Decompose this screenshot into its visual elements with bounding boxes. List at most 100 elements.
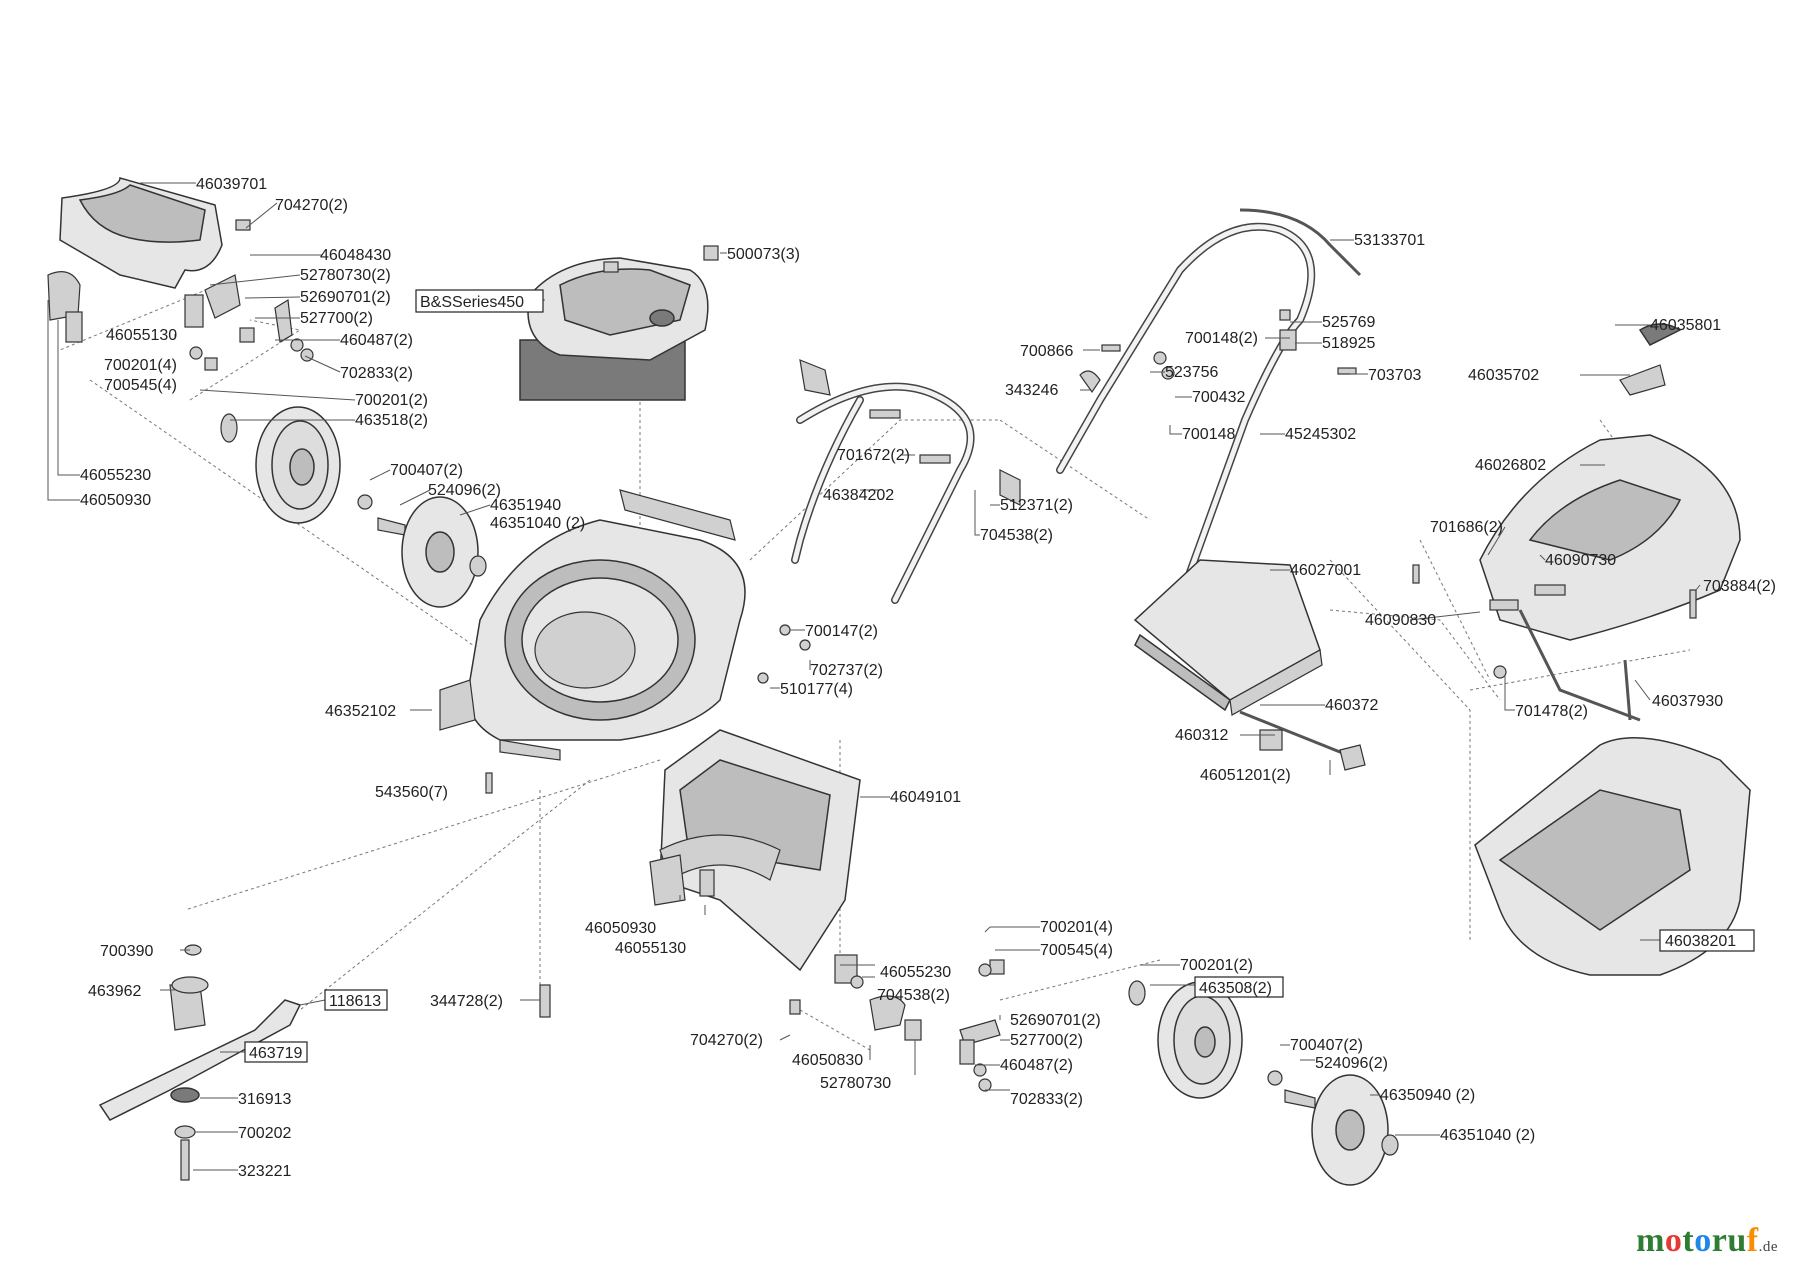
- engine-body: [519, 245, 719, 401]
- blade-assembly: [98, 944, 551, 1181]
- label-525769: 525769: [1322, 314, 1375, 331]
- label-45245302: 45245302: [1285, 426, 1356, 443]
- hub-cap-right: [1311, 1074, 1399, 1186]
- label-463508-2: 463508(2): [1199, 980, 1272, 997]
- label-118613: 118613: [329, 993, 381, 1010]
- watermark-o2: o: [1694, 1222, 1712, 1259]
- rear-wheel-left: [220, 406, 406, 536]
- label-53133701: 53133701: [1354, 232, 1425, 249]
- label-702833-2-b: 702833(2): [1010, 1091, 1083, 1108]
- upper-handle: [1056, 208, 1362, 604]
- rear-flap-cover: [59, 177, 223, 289]
- label-46051201-2: 46051201(2): [1200, 767, 1291, 784]
- label-46351040-2-a: 46351040 (2): [490, 515, 585, 532]
- label-46050930-b: 46050930: [585, 920, 656, 937]
- label-52690701-2-a: 52690701(2): [300, 289, 391, 306]
- label-46055230-b: 46055230: [880, 964, 951, 981]
- blade-set-label-box: 118613: [324, 989, 388, 1011]
- watermark-u: u: [1727, 1222, 1747, 1259]
- label-46055230-a: 46055230: [80, 467, 151, 484]
- label-527700-2-a: 527700(2): [300, 310, 373, 327]
- label-46035801: 46035801: [1650, 317, 1721, 334]
- blade-label-box: 463719: [244, 1041, 308, 1063]
- label-46352102: 46352102: [325, 703, 396, 720]
- label-703884-2: 703884(2): [1703, 578, 1776, 595]
- lower-handle: [791, 359, 1021, 604]
- label-460487-2-b: 460487(2): [1000, 1057, 1073, 1074]
- label-460312: 460312: [1175, 727, 1228, 744]
- label-323221: 323221: [238, 1163, 291, 1180]
- label-700202: 700202: [238, 1125, 291, 1142]
- label-702737-2: 702737(2): [810, 662, 883, 679]
- misc-screws: [485, 309, 1697, 794]
- label-702833-2-a: 702833(2): [340, 365, 413, 382]
- front-wheel-label-box: 463508(2): [1194, 976, 1284, 998]
- label-engine: B&SSeries450: [420, 294, 524, 311]
- label-700390: 700390: [100, 943, 153, 960]
- label-700866: 700866: [1020, 343, 1073, 360]
- label-463518-2: 463518(2): [355, 412, 428, 429]
- label-46350940-2: 46350940 (2): [1380, 1087, 1475, 1104]
- label-46038201: 46038201: [1665, 933, 1736, 950]
- label-524096-2-a: 524096(2): [428, 482, 501, 499]
- label-704538-2-a: 704538(2): [980, 527, 1053, 544]
- left-bracket-parts: [47, 219, 314, 371]
- label-704538-2-b: 704538(2): [877, 987, 950, 1004]
- label-700201-4-b: 700201(4): [1040, 919, 1113, 936]
- label-524096-2-b: 524096(2): [1315, 1055, 1388, 1072]
- label-46055130-a: 46055130: [106, 327, 177, 344]
- watermark-de: .de: [1758, 1239, 1778, 1255]
- label-52780730: 52780730: [820, 1075, 891, 1092]
- label-463719: 463719: [249, 1045, 302, 1062]
- label-46037930: 46037930: [1652, 693, 1723, 710]
- hub-cap-left: [401, 496, 487, 608]
- label-523756: 523756: [1165, 364, 1218, 381]
- watermark-f: f: [1746, 1222, 1759, 1259]
- label-527700-2-b: 527700(2): [1010, 1032, 1083, 1049]
- watermark-logo: motoruf.de: [1636, 1222, 1778, 1260]
- label-512371-2: 512371(2): [1000, 497, 1073, 514]
- mower-deck: [439, 489, 746, 761]
- watermark-o1: o: [1664, 1222, 1683, 1259]
- label-46048430: 46048430: [320, 247, 391, 264]
- label-46351040-2-b: 46351040 (2): [1440, 1127, 1535, 1144]
- label-510177-4: 510177(4): [780, 681, 853, 698]
- label-46050830: 46050830: [792, 1052, 863, 1069]
- label-46026802: 46026802: [1475, 457, 1546, 474]
- label-700432: 700432: [1192, 389, 1245, 406]
- label-700148: 700148: [1182, 426, 1235, 443]
- part-labels: 46039701 704270(2) 46048430 52780730(2) …: [80, 176, 1776, 1180]
- label-700147-2: 700147(2): [805, 623, 878, 640]
- label-46050930-a: 46050930: [80, 492, 151, 509]
- watermark-r: r: [1711, 1222, 1728, 1259]
- label-700201-2-b: 700201(2): [1180, 957, 1253, 974]
- label-704270-2-a: 704270(2): [275, 197, 348, 214]
- label-500073-3: 500073(3): [727, 246, 800, 263]
- label-700407-2-b: 700407(2): [1290, 1037, 1363, 1054]
- label-518925: 518925: [1322, 335, 1375, 352]
- label-700148-2: 700148(2): [1185, 330, 1258, 347]
- label-46351940: 46351940: [490, 497, 561, 514]
- label-700201-4-a: 700201(4): [104, 357, 177, 374]
- label-463962: 463962: [88, 983, 141, 1000]
- label-704270-2-b: 704270(2): [690, 1032, 763, 1049]
- label-46384202: 46384202: [823, 487, 894, 504]
- label-701686-2: 701686(2): [1430, 519, 1503, 536]
- label-701672-2: 701672(2): [837, 447, 910, 464]
- label-700201-2-a: 700201(2): [355, 392, 428, 409]
- label-46027001: 46027001: [1290, 562, 1361, 579]
- rear-cover: [1479, 323, 1741, 722]
- leader-lines: [47, 182, 1701, 1171]
- label-460487-2-a: 460487(2): [340, 332, 413, 349]
- grass-bag-label-box: 46038201: [1659, 929, 1755, 952]
- grass-bag: [1474, 737, 1751, 976]
- front-bracket-parts: [789, 954, 1005, 1092]
- grass-bag-frame: [1133, 559, 1366, 771]
- label-700545-4-a: 700545(4): [104, 377, 177, 394]
- engine-label-box: B&SSeries450: [415, 289, 544, 313]
- label-52690701-2-b: 52690701(2): [1010, 1012, 1101, 1029]
- rear-discharge-chute: [649, 729, 861, 972]
- label-701478-2: 701478(2): [1515, 703, 1588, 720]
